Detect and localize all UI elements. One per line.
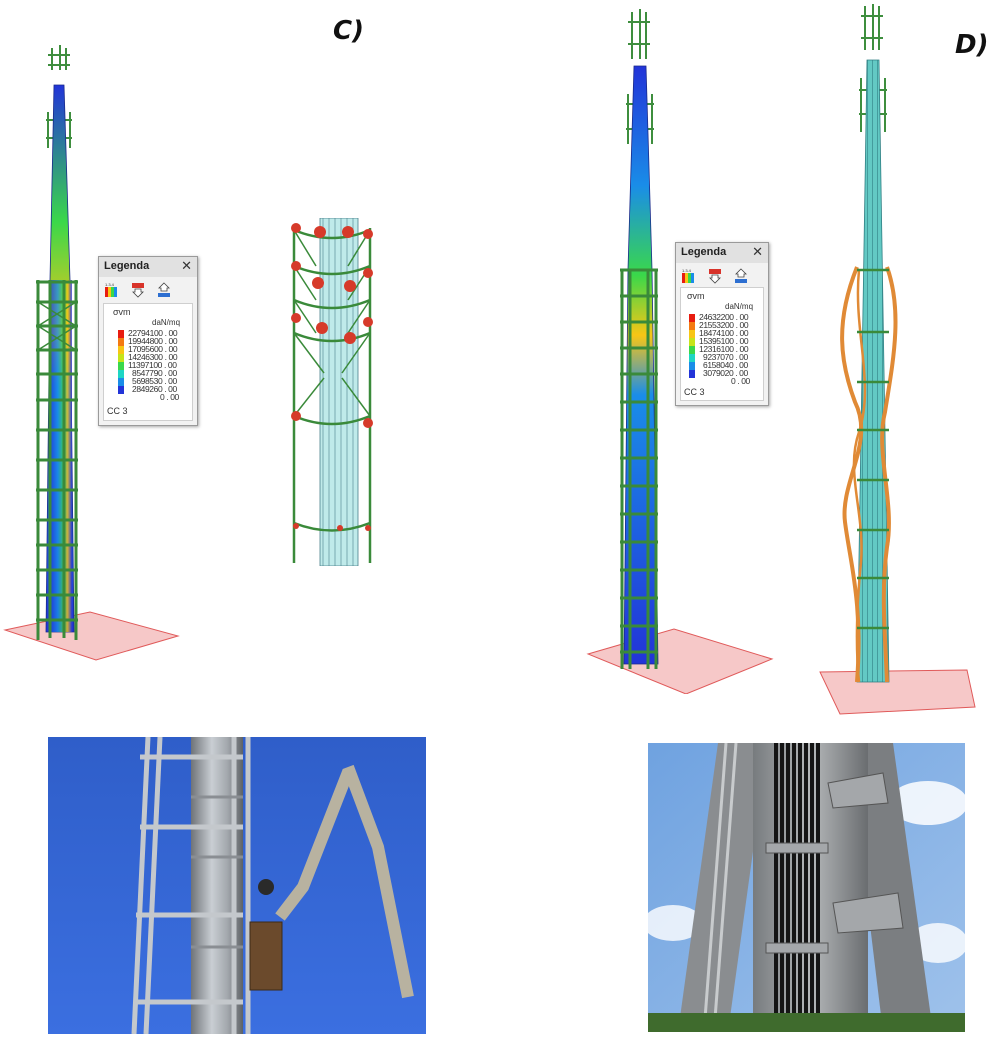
upload-icon[interactable] xyxy=(732,267,750,285)
scale-value: 11397100 . 00 xyxy=(128,360,177,370)
scale-value: 21553200 . 00 xyxy=(699,320,749,330)
crane-arm xyxy=(275,764,414,999)
scale-value: 17095600 . 00 xyxy=(128,344,178,354)
legend-scale-panel: σvm daN/mq 22794100 . 00 19944800 . 00 1… xyxy=(103,303,193,421)
svg-text:1.3.4: 1.3.4 xyxy=(105,282,115,287)
base-plate xyxy=(819,669,976,715)
scale-value: 15395100 . 00 xyxy=(699,336,749,346)
tower-d-cable-model[interactable] xyxy=(815,2,985,716)
legend-title: Legenda xyxy=(99,257,197,277)
scale-value: 19944800 . 00 xyxy=(128,336,178,346)
scale-value: 6158040 . 00 xyxy=(703,360,748,370)
photo-tower-cables xyxy=(648,743,965,1032)
scale-value: 9237070 . 00 xyxy=(703,352,748,362)
color-scale-icon[interactable]: 1.3.4 xyxy=(103,281,121,299)
shaft-segment xyxy=(856,59,890,683)
leg-right xyxy=(848,743,933,1032)
tower-c-model[interactable] xyxy=(0,40,190,670)
scale-value: 2849260 . 00 xyxy=(132,384,177,394)
base-plate xyxy=(586,628,774,694)
panel-label-c: C) xyxy=(333,16,364,46)
stress-symbol: σvm xyxy=(113,307,131,317)
close-icon[interactable]: ✕ xyxy=(752,244,763,259)
tower-d-stress-model[interactable] xyxy=(586,4,776,694)
legend-scale-panel: σvm daN/mq 24632200 . 00 21553200 . 00 1… xyxy=(680,287,764,401)
upload-icon[interactable] xyxy=(155,281,173,299)
scale-value: 24632200 . 00 xyxy=(699,312,749,322)
lattice-cage xyxy=(36,280,78,640)
unit-label: daN/mq xyxy=(152,318,181,327)
photo-tower-crane xyxy=(48,737,426,1034)
legend-c-window[interactable]: Legenda ✕ 1.3.4 σvm daN/mq 22794100 . 00… xyxy=(98,256,198,426)
close-icon[interactable]: ✕ xyxy=(181,258,192,273)
cage-frame xyxy=(292,228,372,563)
download-icon[interactable] xyxy=(129,281,147,299)
lattice-cage xyxy=(620,268,658,669)
cable-bundle xyxy=(774,743,820,1032)
scale-value: 0 . 00 xyxy=(731,376,750,386)
legend-title: Legenda xyxy=(676,243,768,263)
scale-value: 3079020 . 00 xyxy=(703,368,748,378)
antenna-top xyxy=(626,9,654,144)
shaft-segment xyxy=(319,218,359,566)
crane-basket xyxy=(249,921,283,991)
scale-value: 22794100 . 00 xyxy=(128,328,178,338)
scale-value: 5698530 . 00 xyxy=(132,376,177,386)
cable-bundle xyxy=(840,266,898,683)
cage-detail-model[interactable] xyxy=(284,218,384,566)
scale-value: 12316100 . 00 xyxy=(699,344,749,354)
leg-left xyxy=(678,743,768,1032)
load-case-label: CC 3 xyxy=(107,406,128,416)
base-plate xyxy=(3,611,180,661)
panel-label-d: D) xyxy=(955,30,989,60)
scale-value: 8547790 . 00 xyxy=(132,368,177,378)
color-scale-icon[interactable]: 1.3.4 xyxy=(680,267,698,285)
scale-value: 0 . 00 xyxy=(160,392,179,402)
legend-d-window[interactable]: Legenda ✕ 1.3.4 σvm daN/mq 24632200 . 00… xyxy=(675,242,769,406)
unit-label: daN/mq xyxy=(725,302,754,311)
stress-symbol: σvm xyxy=(687,291,705,301)
scale-value: 14246300 . 00 xyxy=(128,352,178,362)
load-case-label: CC 3 xyxy=(684,387,705,397)
svg-text:1.3.4: 1.3.4 xyxy=(682,268,692,273)
cage-rings xyxy=(857,268,889,630)
connection-nodes xyxy=(291,223,373,531)
scale-value: 18474100 . 00 xyxy=(699,328,749,338)
download-icon[interactable] xyxy=(706,267,724,285)
